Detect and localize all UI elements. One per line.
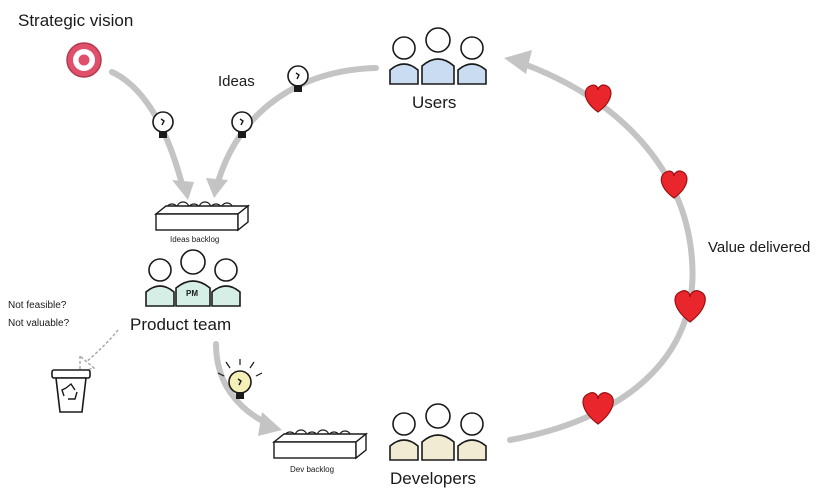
lightbulb-lit-icon [217, 359, 263, 399]
lightbulb-icon [152, 111, 174, 138]
dev-backlog-box-icon [272, 429, 368, 460]
product-team-label: Product team [130, 315, 231, 334]
users-people-icon [389, 27, 487, 85]
ideas-label: Ideas [218, 73, 255, 90]
arrowhead-users [206, 178, 228, 198]
not-feasible-label: Not feasible? [8, 300, 67, 311]
users-label: Users [412, 93, 456, 112]
dev-backlog-label: Dev backlog [290, 465, 334, 474]
developers-people-icon [389, 403, 487, 461]
lightbulb-icon [287, 65, 309, 92]
arrowhead-team [258, 412, 282, 436]
ideas-backlog-box-icon [154, 201, 250, 232]
value-delivered-label: Value delivered [708, 239, 810, 256]
arrow-reject [85, 329, 119, 363]
arrow-value-delivered [507, 61, 696, 443]
heart-icon [584, 84, 612, 113]
product-team-people-icon [145, 249, 241, 307]
strategic-vision-label: Strategic vision [18, 11, 133, 30]
recycle-bin-icon [51, 369, 91, 413]
developers-label: Developers [390, 469, 476, 488]
arrow-team-to-devbacklog [213, 341, 271, 427]
not-valuable-label: Not valuable? [8, 318, 70, 329]
heart-icon [660, 170, 688, 199]
lightbulb-icon [231, 111, 253, 138]
arrowhead-vision [172, 180, 194, 200]
heart-icon [582, 392, 614, 425]
arrowhead-value [504, 50, 532, 74]
heart-icon [674, 290, 706, 323]
pm-badge: PM [186, 289, 198, 298]
arrowhead-reject [79, 354, 96, 373]
target-icon [66, 42, 102, 78]
ideas-backlog-label: Ideas backlog [170, 235, 219, 244]
arrow-users-to-backlog [215, 65, 379, 185]
